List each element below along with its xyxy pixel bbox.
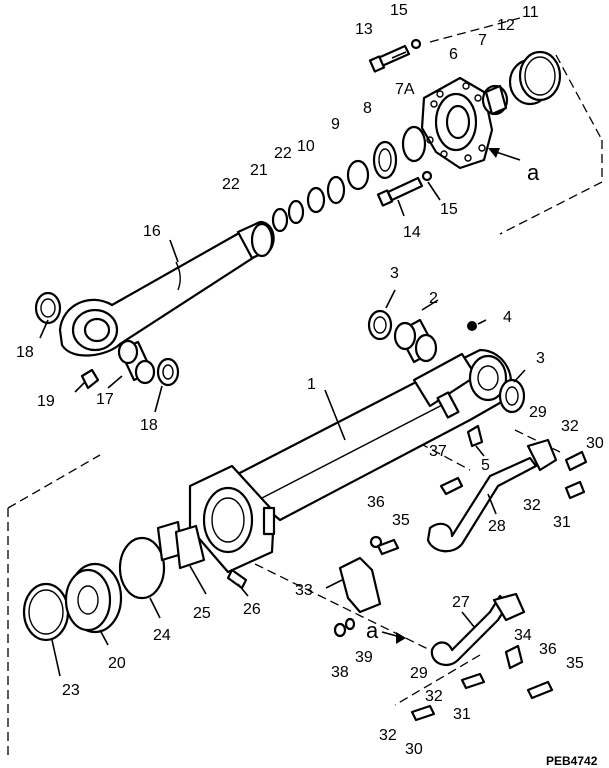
callout-32: 32 [523,497,541,514]
cylinder-head-part-6 [420,76,494,170]
callout-15: 15 [440,201,458,218]
rod-end-parts [34,291,180,390]
callout-29: 29 [410,665,428,682]
callout-15: 15 [390,2,408,19]
callout-33: 33 [295,582,313,599]
callout-38: 38 [331,664,349,681]
callout-27: 27 [452,594,470,611]
piston-rod-part-16 [58,220,275,357]
callout-14: 14 [403,224,421,241]
callout-3: 3 [390,265,399,282]
drawing-code: PEB4742 [546,754,598,768]
callout-12: 12 [497,17,515,34]
callout-3: 3 [536,350,545,367]
callout-24: 24 [153,627,171,644]
callout-leader-lines [39,51,526,677]
callout-8: 8 [363,100,372,117]
piping-parts [426,438,558,667]
callout-10: 10 [297,138,315,155]
callout-23: 23 [62,682,80,699]
callout-17: 17 [96,391,114,408]
callout-labels: 1 2 3 3 4 5 6 7 7A 8 9 10 11 12 13 14 15… [16,2,604,768]
callout-21: 21 [250,162,268,179]
callout-1: 1 [307,376,316,393]
callout-6: 6 [449,46,458,63]
callout-35: 35 [566,655,584,672]
callout-31: 31 [453,706,471,723]
callout-22: 22 [222,176,240,193]
callout-18: 18 [140,417,158,434]
callout-11: 11 [522,4,539,21]
callout-32: 32 [425,688,443,705]
callout-20: 20 [108,655,126,672]
reference-letter-a: a [527,160,540,185]
head-bushing-and-rings [481,50,562,116]
callout-7: 7 [478,32,487,49]
callout-31: 31 [553,514,571,531]
callout-34: 34 [514,627,532,644]
bracket-and-hardware [333,424,588,722]
callout-26: 26 [243,601,261,618]
callout-19: 19 [37,393,55,410]
reference-letter-a: a [366,618,379,643]
callout-30: 30 [405,741,423,758]
rod-seal-parts [271,125,427,233]
callout-37: 37 [429,443,447,460]
callout-18: 18 [16,344,34,361]
callout-36: 36 [539,641,557,658]
callout-25: 25 [193,605,211,622]
callout-16: 16 [143,223,161,240]
callout-39: 39 [355,649,373,666]
callout-9: 9 [331,116,340,133]
callout-32: 32 [379,727,397,744]
callout-5: 5 [481,457,490,474]
callout-22: 22 [274,145,292,162]
piston-parts [22,520,248,642]
callout-32: 32 [561,418,579,435]
callout-4: 4 [503,309,512,326]
bottom-bushing-parts [367,309,526,414]
callout-2: 2 [429,290,438,307]
cylinder-tube-part-1 [188,348,513,574]
callout-7a: 7A [395,81,415,98]
callout-35: 35 [392,512,410,529]
callout-36: 36 [367,494,385,511]
reference-arrows [381,148,521,644]
callout-29: 29 [529,404,547,421]
callout-13: 13 [355,21,373,38]
callout-28: 28 [488,518,506,535]
head-bolts [368,38,433,207]
callout-30: 30 [586,435,604,452]
